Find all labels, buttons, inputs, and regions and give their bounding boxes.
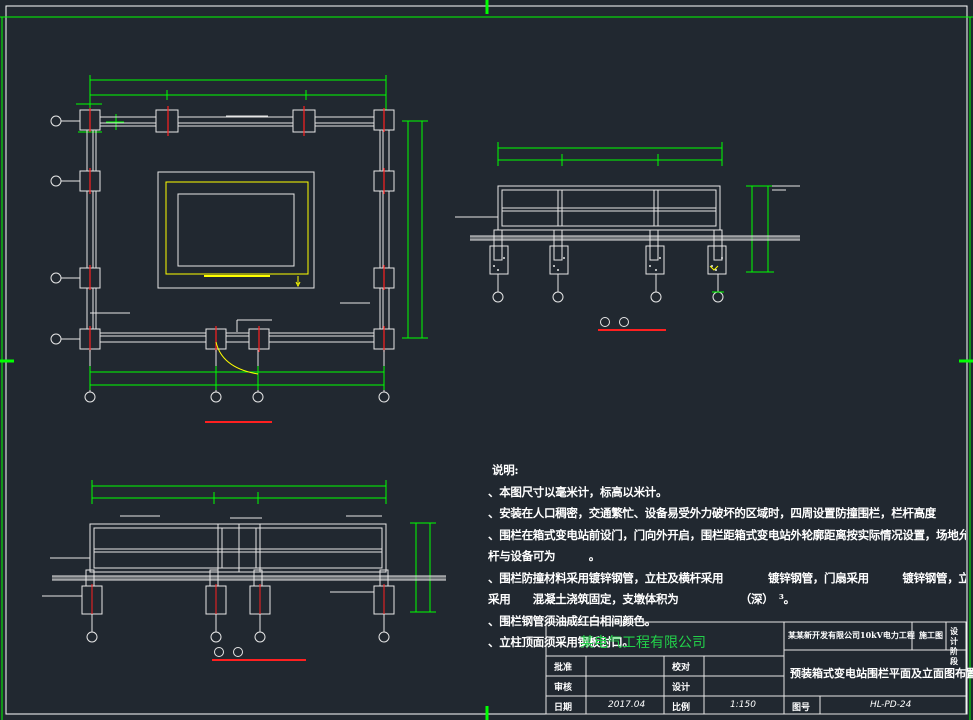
design-stage-label: 设计阶段 bbox=[950, 626, 958, 666]
note-item-4-cont: 采用 混凝土浇筑固定，支墩体积为 （深） ³。 bbox=[488, 592, 795, 606]
company-name: 某电气工程有限公司 bbox=[580, 635, 706, 651]
plan-dim-top bbox=[89, 75, 387, 110]
plan-dim-bottom bbox=[89, 366, 385, 390]
plan-transformer bbox=[157, 171, 315, 289]
drawing-no-value: HL-PD-24 bbox=[870, 700, 912, 710]
scale-value: 1:150 bbox=[730, 700, 756, 710]
check-label: 校对 bbox=[672, 663, 691, 673]
notes-title: 说明: bbox=[492, 463, 519, 477]
plan-axis-marks bbox=[89, 106, 385, 352]
plan-leaders bbox=[90, 115, 370, 332]
plan-axis-bubbles bbox=[50, 115, 390, 403]
review-label: 审核 bbox=[554, 683, 573, 693]
plan-dim-right bbox=[402, 120, 428, 339]
note-item-2: 、安装在人口稠密，交通繁忙、设备易受外力破坏的区域时，四周设置防撞围栏，栏杆高度… bbox=[488, 506, 966, 520]
note-item-6: 、立柱顶面须采用钢板封口。 bbox=[488, 635, 634, 649]
note-item-4: 、围栏防撞材料采用镀锌钢管，立柱及横杆采用 镀锌钢管，门扇采用 镀锌钢管，立柱支… bbox=[488, 570, 966, 585]
note-item-3-cont: 杆与设备可为 。 bbox=[488, 549, 600, 563]
front-elevation bbox=[42, 480, 446, 661]
approve-label: 批准 bbox=[554, 663, 573, 673]
plan-view bbox=[50, 75, 428, 423]
construction-label: 施工图 bbox=[919, 630, 943, 640]
notes-block: 说明: 、本图尺寸以毫米计，标高以米计。 、安装在人口稠密，交通繁忙、设备易受外… bbox=[488, 460, 966, 654]
title-block-grid bbox=[545, 621, 967, 715]
side-elevation bbox=[455, 142, 800, 331]
plan-fence bbox=[86, 116, 390, 343]
date-label: 日期 bbox=[554, 703, 573, 713]
scale-label: 比例 bbox=[672, 703, 691, 713]
note-item-5: 、围栏钢管须油成红白相间颜色。 bbox=[488, 613, 656, 628]
drawing-title: 预装箱式变电站围栏平面及立面图布置图 bbox=[790, 667, 973, 680]
note-item-1: 、本图尺寸以毫米计，标高以米计。 bbox=[488, 484, 668, 499]
project-name: 某某新开发有限公司10kV电力工程 bbox=[788, 630, 915, 640]
note-item-3: 、围栏在箱式变电站前设门，门向外开启，围栏距箱式变电站外轮廓距离按实际情况设置，… bbox=[488, 527, 966, 542]
date-value: 2017.04 bbox=[608, 700, 646, 710]
drawing-no-label: 图号 bbox=[792, 703, 811, 713]
design-label: 设计 bbox=[672, 683, 691, 693]
plan-gate-swing bbox=[215, 341, 259, 375]
